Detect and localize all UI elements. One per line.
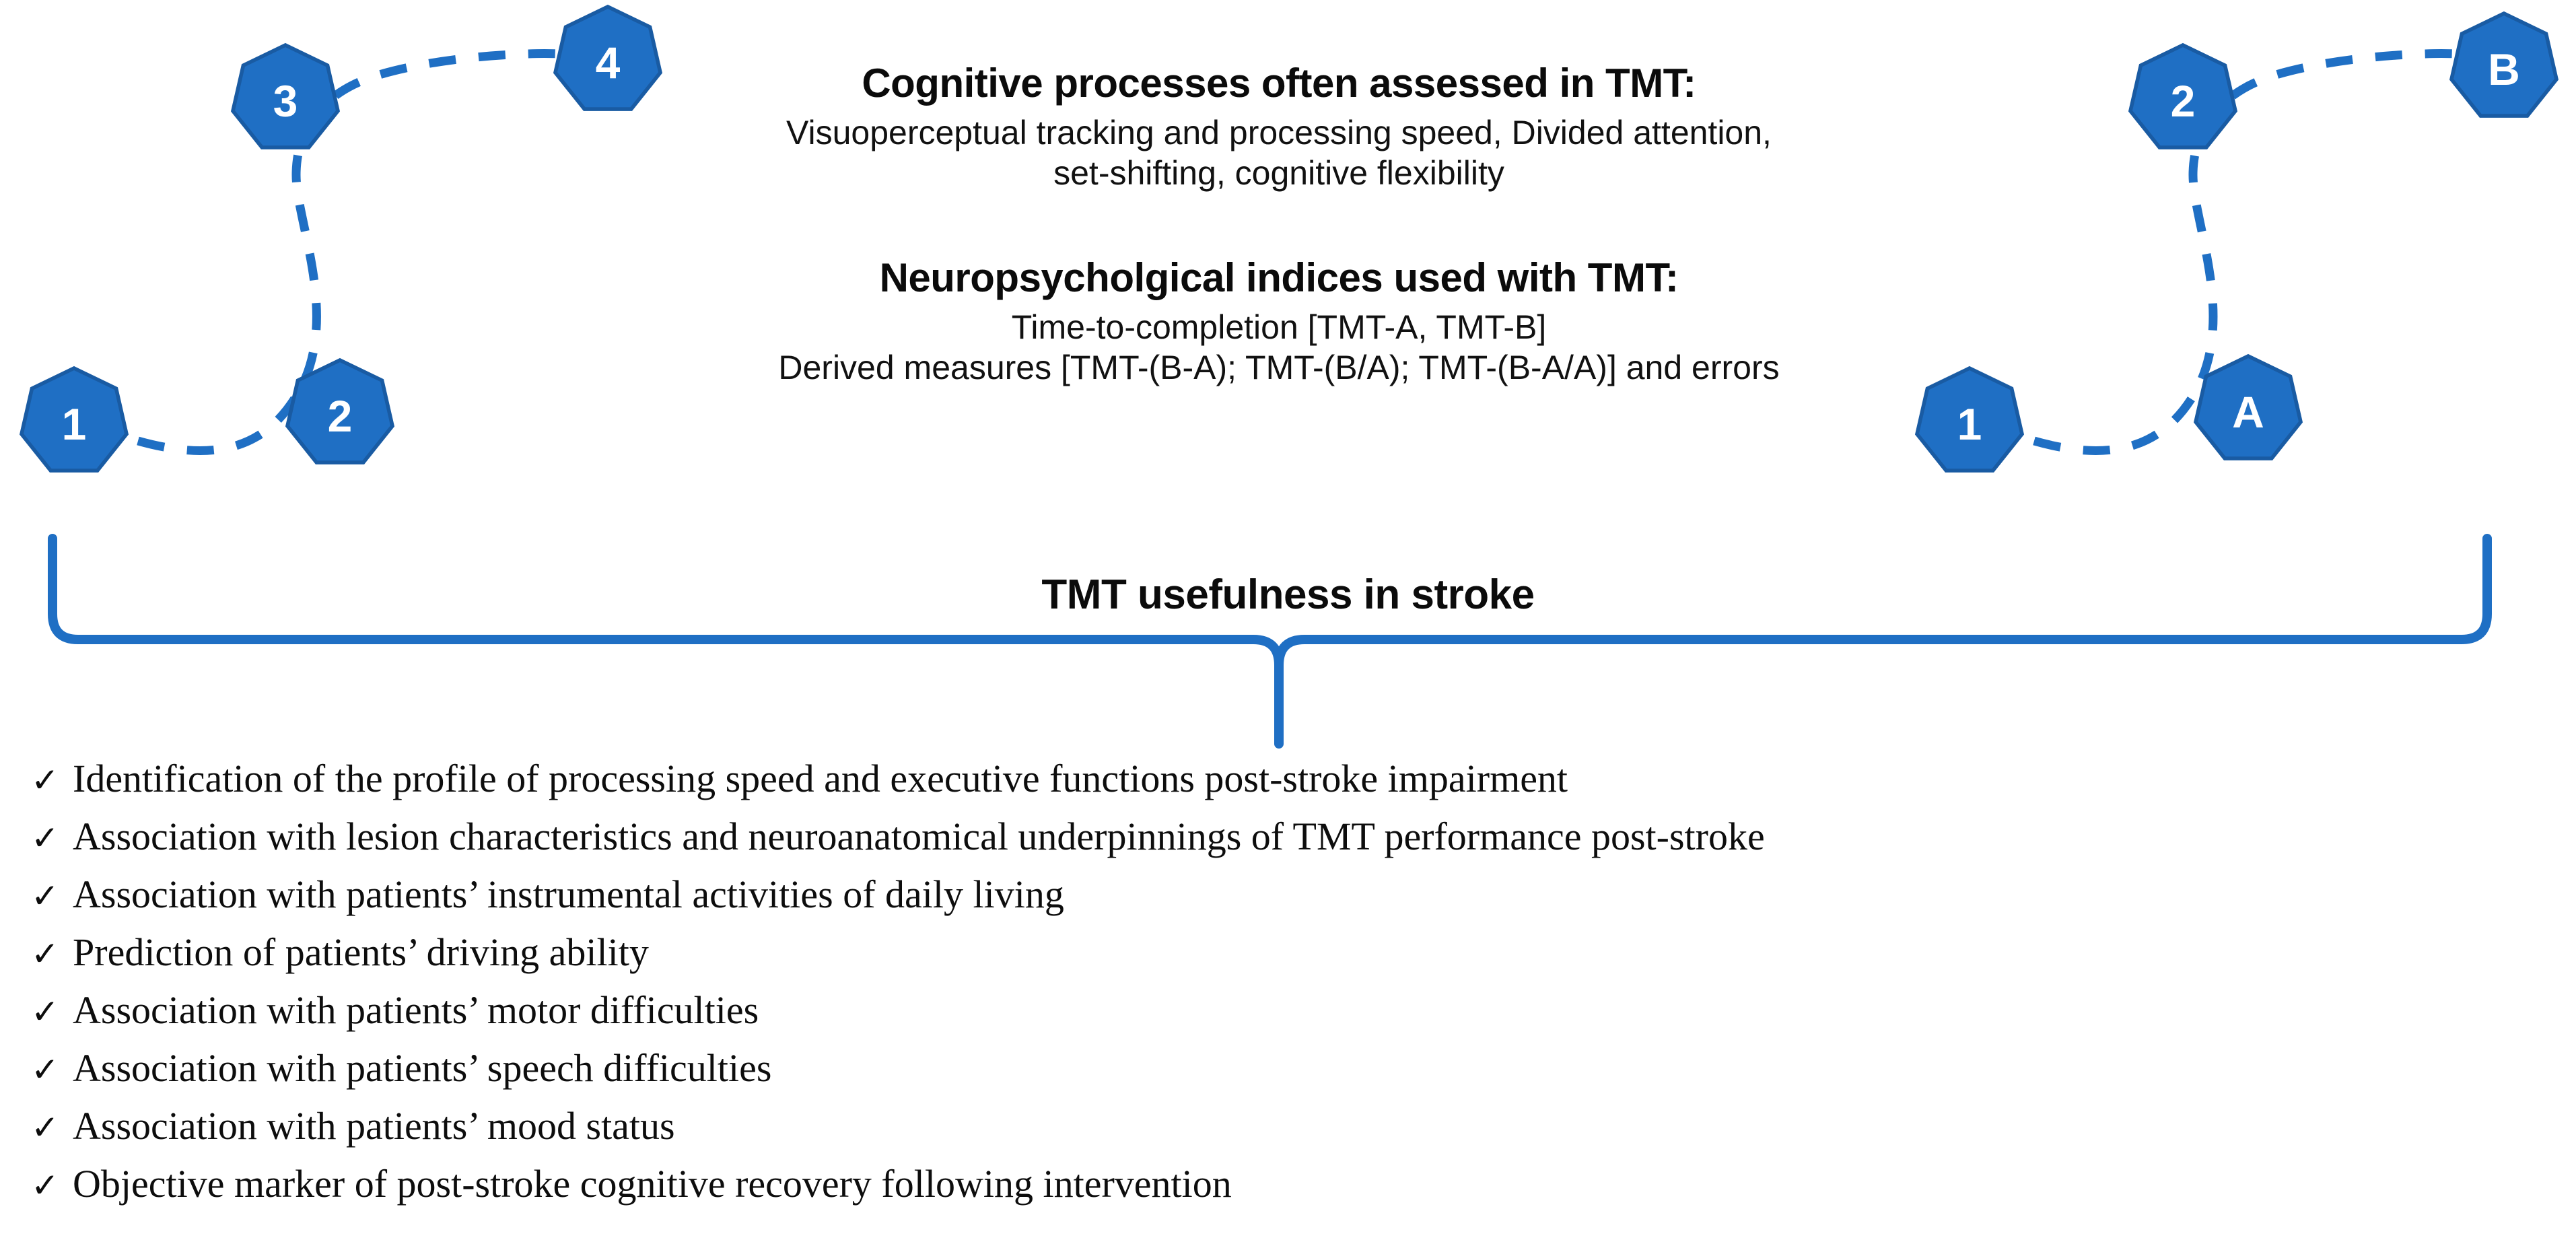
usefulness-checklist: ✓ Identification of the profile of proce… xyxy=(31,759,2548,1222)
tmt-a-node-1-label: 1 xyxy=(62,399,87,449)
tmt-a-node-2: 2 xyxy=(287,360,392,462)
list-item-label: Association with patients’ mood status xyxy=(73,1104,675,1148)
list-item: ✓ Prediction of patients’ driving abilit… xyxy=(31,933,2548,991)
tmt-b-node-b-label: B xyxy=(2488,44,2520,94)
info-text-column: Cognitive processes often assessed in TM… xyxy=(660,61,1898,388)
list-item-label: Association with lesion characteristics … xyxy=(73,815,1765,858)
info-block-line: Time-to-completion [TMT-A, TMT-B] xyxy=(1011,308,1547,347)
list-item-label: Association with patients’ speech diffic… xyxy=(73,1046,772,1090)
tmt-a-nodes: 1 2 3 4 xyxy=(22,7,660,471)
list-item: ✓ Association with patients’ mood status xyxy=(31,1107,2548,1165)
info-block-cognitive-processes: Cognitive processes often assessed in TM… xyxy=(660,61,1898,193)
brace-title: TMT usefulness in stroke xyxy=(1041,572,1535,618)
tmt-b-node-1: 1 xyxy=(1917,368,2022,471)
tmt-b-node-1-label: 1 xyxy=(1957,399,1982,449)
check-icon: ✓ xyxy=(31,992,59,1031)
info-block-line: Visuoperceptual tracking and processing … xyxy=(786,114,1772,152)
list-item-label: Objective marker of post-stroke cognitiv… xyxy=(73,1162,1232,1206)
tmt-a-node-4-label: 4 xyxy=(596,38,621,88)
list-item-label: Prediction of patients’ driving ability xyxy=(73,930,649,974)
tmt-a-node-1: 1 xyxy=(22,368,127,471)
list-item: ✓ Association with patients’ motor diffi… xyxy=(31,991,2548,1049)
tmt-a-node-4: 4 xyxy=(555,7,660,109)
tmt-b-node-2: 2 xyxy=(2130,45,2235,147)
tmt-b-nodes: 1 2 A B xyxy=(1917,13,2556,471)
info-block-line: Derived measures [TMT-(B-A); TMT-(B/A); … xyxy=(778,349,1780,387)
list-item: ✓ Identification of the profile of proce… xyxy=(31,759,2548,817)
list-item: ✓ Association with lesion characteristic… xyxy=(31,817,2548,875)
list-item: ✓ Association with patients’ instrumenta… xyxy=(31,875,2548,933)
check-icon: ✓ xyxy=(31,761,59,800)
summary-brace xyxy=(48,534,2492,749)
list-item-label: Association with patients’ motor difficu… xyxy=(73,988,759,1032)
tmt-a-node-3: 3 xyxy=(233,45,338,147)
check-icon: ✓ xyxy=(31,1166,59,1205)
list-item: ✓ Association with patients’ speech diff… xyxy=(31,1049,2548,1107)
check-icon: ✓ xyxy=(31,934,59,973)
tmt-b-trail-path xyxy=(2033,49,2456,455)
tmt-b-node-a: A xyxy=(2196,356,2301,458)
info-block-neuropsychological-indices: Neuropsycholgical indices used with TMT:… xyxy=(660,255,1898,388)
tmt-b-node-a-label: A xyxy=(2232,387,2264,437)
block-spacer xyxy=(660,193,1898,255)
tmt-a-node-2-label: 2 xyxy=(328,391,353,441)
list-item: ✓ Objective marker of post-stroke cognit… xyxy=(31,1165,2548,1222)
info-block-line: set-shifting, cognitive flexibility xyxy=(1053,154,1504,193)
list-item-label: Identification of the profile of process… xyxy=(73,757,1568,800)
info-block-heading: Neuropsycholgical indices used with TMT: xyxy=(879,255,1679,301)
list-item-label: Association with patients’ instrumental … xyxy=(73,872,1064,916)
tmt-b-node-2-label: 2 xyxy=(2171,76,2196,126)
info-block-heading: Cognitive processes often assessed in TM… xyxy=(862,61,1696,106)
tmt-a-trail-path xyxy=(137,49,559,455)
tmt-b-node-b: B xyxy=(2451,13,2556,116)
check-icon: ✓ xyxy=(31,876,59,915)
check-icon: ✓ xyxy=(31,1050,59,1089)
tmt-a-node-3-label: 3 xyxy=(273,76,298,126)
check-icon: ✓ xyxy=(31,1108,59,1147)
check-icon: ✓ xyxy=(31,819,59,858)
